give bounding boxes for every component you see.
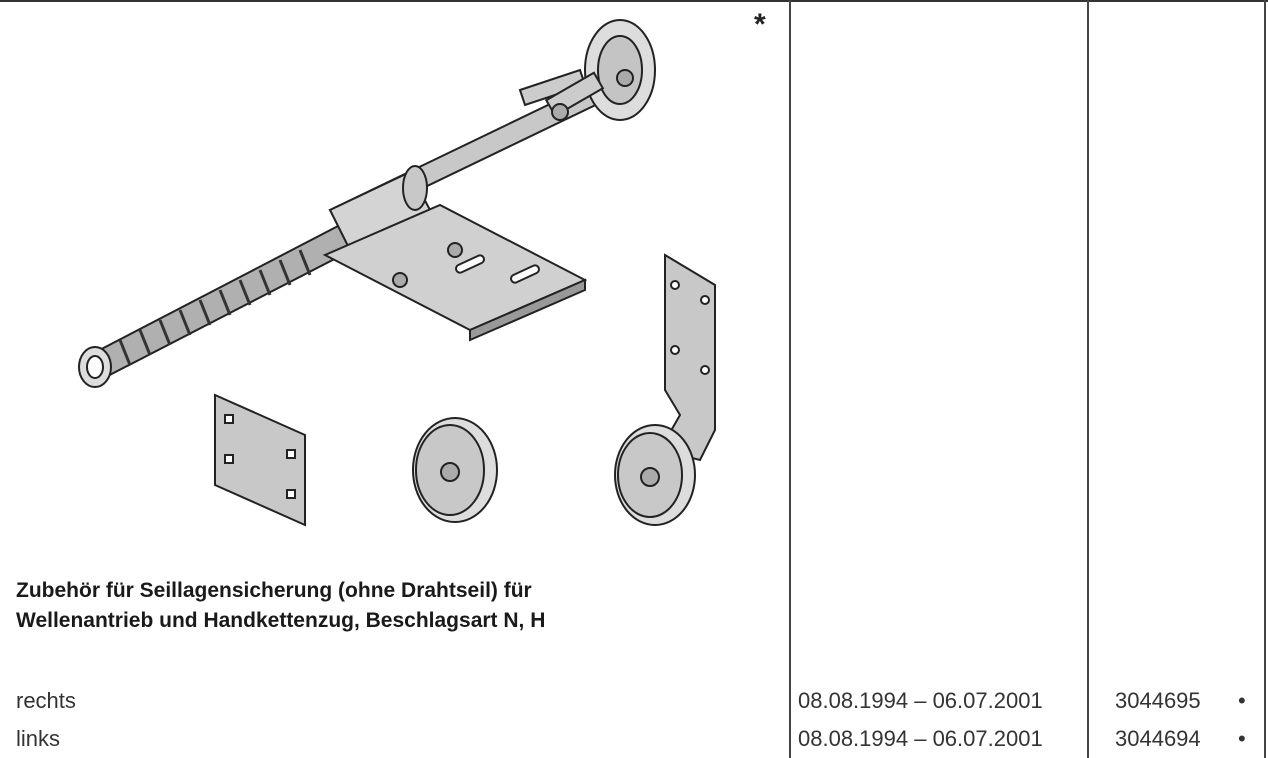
availability-bullet: •	[1238, 726, 1246, 751]
title-line-1: Zubehör für Seillagensicherung (ohne Dra…	[16, 579, 532, 602]
availability-bullet: •	[1238, 688, 1246, 713]
column-divider	[789, 0, 791, 758]
part-number: 3044695	[1115, 688, 1201, 713]
title-line-2: Wellenantrieb und Handkettenzug, Beschla…	[16, 609, 546, 632]
marker-asterisk: *	[754, 8, 766, 41]
spring	[78, 223, 354, 388]
validity-period: 08.08.1994 – 06.07.2001	[798, 688, 1043, 713]
validity-period: 08.08.1994 – 06.07.2001	[798, 726, 1043, 751]
mounting-plate	[214, 393, 306, 527]
parts-illustration	[78, 19, 716, 527]
section-title: Zubehör für Seillagensicherung (ohne Dra…	[16, 576, 545, 636]
variant-label: links	[16, 726, 61, 751]
table-top-border	[0, 0, 1268, 2]
part-number: 3044694	[1115, 726, 1201, 751]
variant-label: rechts	[16, 688, 76, 713]
column-divider	[1264, 0, 1266, 758]
column-divider	[1087, 0, 1089, 758]
